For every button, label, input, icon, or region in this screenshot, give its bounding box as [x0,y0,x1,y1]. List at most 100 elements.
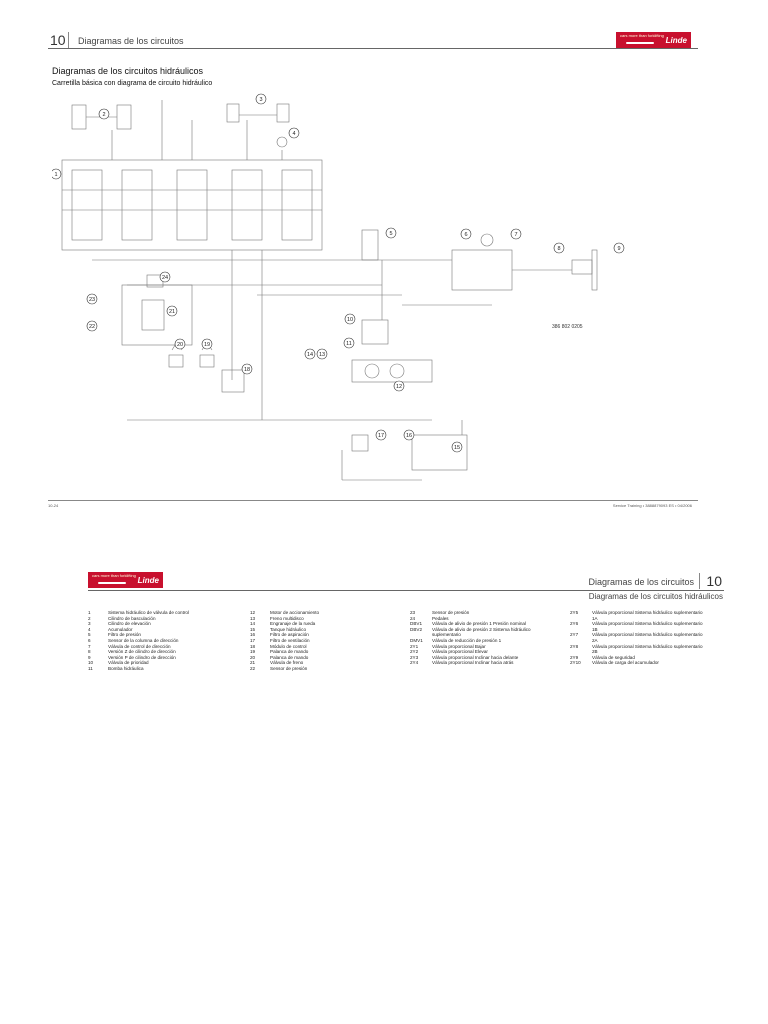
legend-key: 21 [250,660,256,666]
legend-key: 23 [410,610,416,615]
legend-key: 2Y1 [410,643,419,649]
diagram-label-7: 7 [510,228,522,240]
legend-item: 2 Cilindro de basculación [88,616,248,622]
page-header: 10 Diagramas de los circuitos [48,32,698,49]
legend-value: Válvula de control de dirección [108,643,171,649]
svg-text:6: 6 [464,232,467,238]
logo-tagline: cars more than forklifting [620,33,664,38]
legend-key: 13 [250,615,256,621]
svg-text:5: 5 [389,231,392,237]
diagram-label-23: 23 [86,293,98,305]
legend-key: 2Y9 [570,654,579,660]
legend-item: 2Y5 Válvula proporcional Sistema hidráuli… [570,610,730,616]
svg-text:8: 8 [557,246,560,252]
legend-item: 2Y6 Válvula proporcional Sistema hidráuli… [570,621,730,627]
diagram-label-6: 6 [460,228,472,240]
diagram-label-19: 19 [201,338,213,350]
diagram-label-text: 1 [54,172,57,178]
legend-item: 9 Versión P de cilindro de dirección [88,655,248,661]
diagram-label-4: 4 [288,127,300,139]
logo-swoosh-icon [626,42,654,44]
legend-key: 1 [88,610,91,615]
legend-key: 19 [250,649,256,655]
legend-key: 2 [88,615,91,621]
legend-value: Válvula proporcional Elevar [432,649,488,655]
section-title: Diagramas de los circuitos hidráulicos [52,66,204,76]
svg-text:9: 9 [617,246,620,252]
legend-value: Válvula de alivio de presión 2 Sistema h… [432,626,531,632]
diagram-label-5: 5 [385,227,397,239]
legend-value: 1A [592,615,598,621]
legend-value: Válvula proporcional Inclinar hacia atrá… [432,660,514,666]
legend-item: suplementario [410,632,570,638]
legend-item: 1A [570,616,730,622]
diagram-label-21: 21 [166,305,178,317]
legend-value: Válvula proporcional Sistema hidráulico … [592,621,703,627]
legend-key: 6 [88,637,91,643]
legend-key: 20 [250,654,256,660]
hydraulic-circuit-diagram: 1 2 3 4 5 6 7 8 9 10 11 12 13 14 15 16 1… [52,93,625,481]
legend-value: Válvula proporcional Inclinar hacia dela… [432,654,519,660]
part-number: 386 802 0205 [552,324,583,330]
svg-text:11: 11 [346,341,352,347]
page2-subtitle: Diagramas de los circuitos hidráulicos [588,592,723,601]
svg-text:22: 22 [89,324,95,330]
legend-key: DBV2 [410,626,423,632]
legend-value: Válvula de freno [270,660,304,666]
diagram-label-11: 11 [343,337,355,349]
legend-value: Válvula de reducción de presión 1 [432,637,502,643]
diagram-label-17: 17 [375,429,387,441]
legend-key: 15 [250,626,256,632]
svg-text:7: 7 [514,232,517,238]
svg-text:10: 10 [347,317,353,323]
legend-value: Cilindro de basculación [108,615,156,621]
diagram-label-13: 13 [316,348,328,360]
svg-text:18: 18 [244,367,250,373]
legend-value: Pedales [432,615,449,621]
legend-key: 5 [88,632,91,638]
legend-key: 14 [250,621,256,627]
legend-key: 2Y2 [410,649,419,655]
legend-key: 12 [250,610,256,615]
linde-logo: cars more than forklifting Linde [616,32,691,48]
legend-item: DBV2 Válvula de alivio de presión 2 Siste… [410,627,570,633]
legend-key: 2Y6 [570,621,579,627]
legend-item: 20 Palanca de mando [250,655,410,661]
legend-value: Palanca de mando [270,654,309,660]
legend-key: 9 [88,654,91,660]
legend-value: Acumulador [108,626,133,632]
chapter-title: Diagramas de los circuitos [78,36,184,46]
diagram-label-2: 2 [98,108,110,120]
section-subtitle: Carretilla básica con diagrama de circui… [52,80,213,87]
steering-valve [451,249,513,291]
legend-value: 2A [592,637,598,643]
legend-key: 2Y5 [570,610,579,615]
diagram-label-24: 24 [159,271,171,283]
legend-value: Válvula proporcional Sistema hidráulico … [592,610,703,615]
diagram-label-22: 22 [86,320,98,332]
svg-text:19: 19 [204,342,210,348]
legend-value: Módulo de control [270,643,307,649]
legend-value: suplementario [432,632,461,638]
legend-key: 2Y8 [570,643,579,649]
control-module [221,369,245,393]
svg-text:13: 13 [319,352,325,358]
legend-value: Versión P de cilindro de dirección [108,654,176,660]
